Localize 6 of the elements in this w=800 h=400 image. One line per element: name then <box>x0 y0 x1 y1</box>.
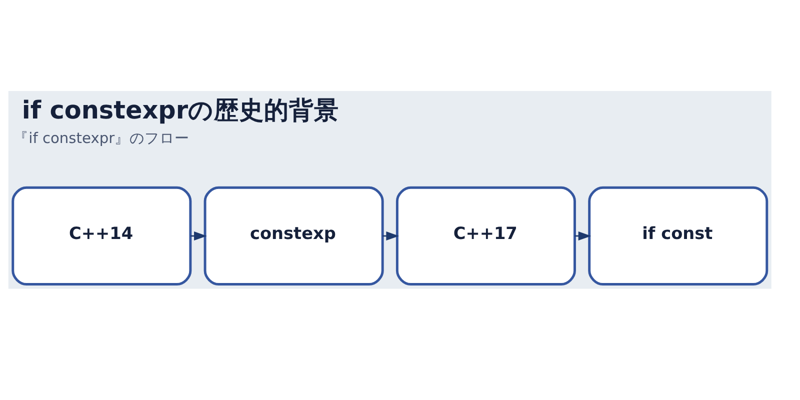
node-box: C++17 <box>396 186 576 286</box>
node-box: if const <box>588 186 768 286</box>
diagram-title: if constexprの歴史的背景 <box>22 96 340 125</box>
label: 『if constexpr』のフロー <box>14 130 190 148</box>
node-box: C++14 <box>12 186 192 286</box>
node-box: constexp <box>204 186 384 286</box>
